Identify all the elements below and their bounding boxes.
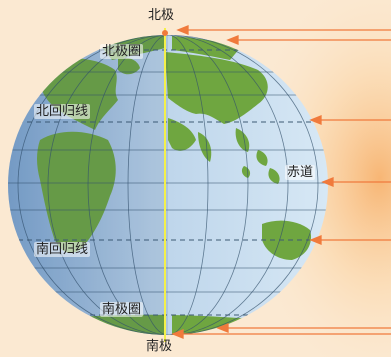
equator-label: 赤道	[285, 165, 316, 180]
arrow-left-icon	[321, 177, 334, 187]
arrow-left-icon	[176, 25, 189, 35]
arctic-circle-label: 北极圈	[100, 44, 144, 59]
tropic-of-capricorn-label: 南回归线	[34, 242, 91, 257]
arrow-left-icon	[226, 35, 239, 45]
antarctic-circle-label: 南极圈	[100, 302, 144, 317]
arrow-left-icon	[309, 115, 322, 125]
arrow-left-icon	[171, 329, 184, 339]
north-pole-label: 北极	[148, 8, 175, 23]
south-pole-label: 南极	[146, 339, 173, 354]
north-pole-marker	[162, 30, 168, 36]
arrow-left-icon	[216, 323, 229, 333]
sunlight-rays	[171, 25, 391, 339]
meridians	[17, 35, 319, 335]
arrow-left-icon	[309, 235, 322, 245]
tropic-of-cancer-label: 北回归线	[34, 104, 91, 119]
night-shade	[8, 35, 168, 335]
